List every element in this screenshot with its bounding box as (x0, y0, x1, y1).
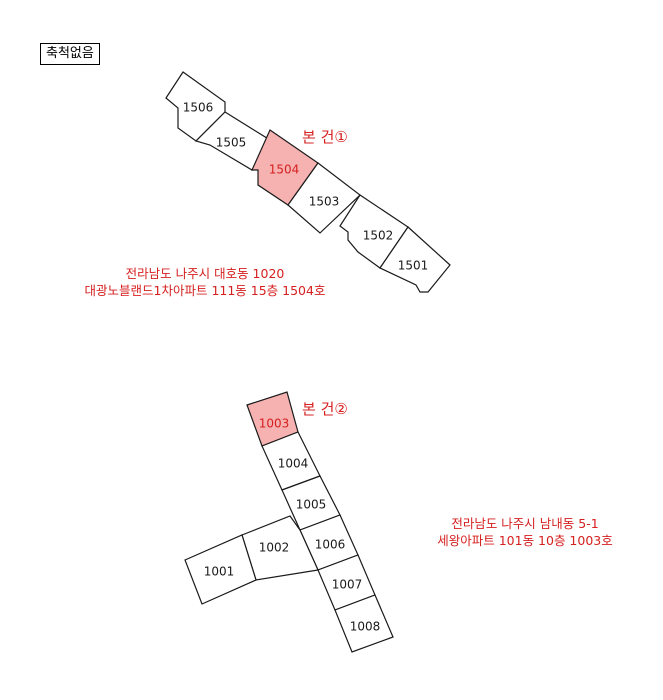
building-2-plan: 1003 1004 1005 1006 1007 1008 1002 1001 (184, 391, 394, 653)
building-1-plan: 1506 1505 1504 1503 1502 1501 (165, 71, 451, 293)
unit-1505 (194, 111, 271, 171)
unit-label-1008: 1008 (350, 620, 381, 634)
unit-label-1006: 1006 (315, 538, 346, 552)
building-2-caption: 전라남도 나주시 남내동 5-1 세왕아파트 101동 10층 1003호 (420, 515, 630, 549)
unit-1501 (379, 226, 451, 293)
unit-label-1005: 1005 (296, 498, 327, 512)
scale-badge: 축척없음 (40, 43, 100, 65)
building-2-address: 전라남도 나주시 남내동 5-1 (451, 516, 599, 531)
unit-label-1504: 1504 (269, 163, 300, 177)
building-1-caption: 전라남도 나주시 대호동 1020 대광노블랜드1차아파트 111동 15층 1… (60, 265, 350, 299)
unit-1001 (184, 534, 257, 605)
unit-label-1007: 1007 (332, 578, 363, 592)
unit-label-1503: 1503 (309, 195, 340, 209)
building-2-unit-desc: 세왕아파트 101동 10층 1003호 (437, 533, 613, 548)
unit-label-1004: 1004 (278, 457, 309, 471)
building-1-address: 전라남도 나주시 대호동 1020 (125, 266, 285, 281)
subject-tag-2: 본 건② (302, 400, 348, 418)
unit-1503 (287, 162, 361, 234)
unit-label-1003: 1003 (259, 417, 290, 431)
unit-label-1001: 1001 (204, 565, 235, 579)
unit-label-1002: 1002 (259, 541, 290, 555)
unit-label-1501: 1501 (398, 259, 429, 273)
unit-label-1502: 1502 (363, 229, 394, 243)
building-1-unit-desc: 대광노블랜드1차아파트 111동 15층 1504호 (84, 283, 326, 298)
subject-tag-1: 본 건① (302, 128, 348, 146)
unit-label-1505: 1505 (216, 136, 247, 150)
unit-label-1506: 1506 (183, 101, 214, 115)
unit-1008 (334, 594, 394, 653)
